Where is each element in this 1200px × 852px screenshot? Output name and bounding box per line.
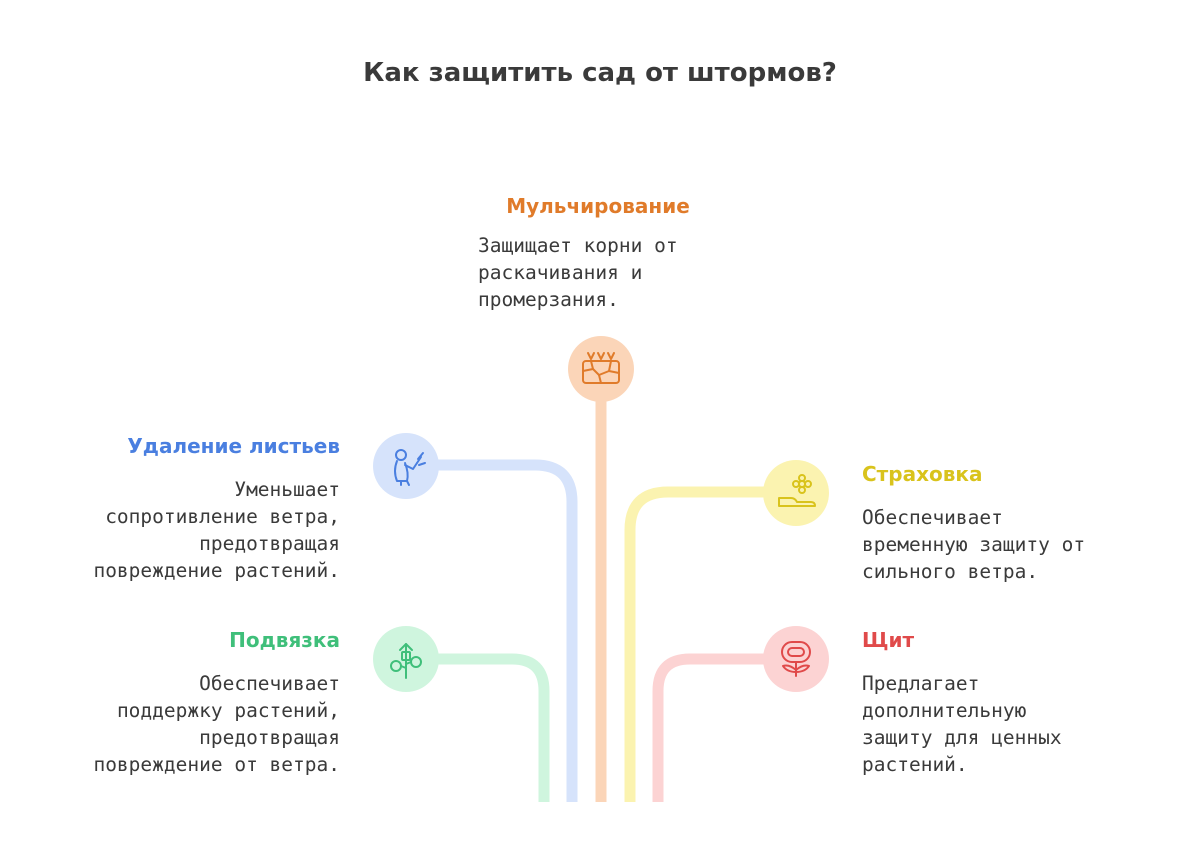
- insurance-heading: Страховка: [862, 462, 983, 486]
- plant-support-icon: [373, 626, 439, 692]
- mulch-desc-line: раскачивания и: [478, 261, 643, 284]
- tying-desc-line: предотвращая: [199, 726, 340, 749]
- shield-heading: Щит: [862, 628, 915, 652]
- flower-shield-icon: [763, 626, 829, 692]
- mulch-heading: Мульчирование: [506, 194, 690, 218]
- leaves-desc-line: повреждение растений.: [93, 559, 340, 582]
- mulch-desc-line: промерзания.: [478, 288, 619, 311]
- gardener-pruning-icon: [373, 433, 439, 499]
- insurance-desc-line: сильного ветра.: [862, 560, 1039, 583]
- mulch-description: Защищает корни от раскачивания и промерз…: [478, 232, 738, 313]
- leaves-desc-line: сопротивление ветра,: [105, 505, 340, 528]
- leaves-desc-line: Уменьшает: [234, 478, 340, 501]
- mulch-desc-line: Защищает корни от: [478, 234, 678, 257]
- tying-desc-line: Обеспечивает: [199, 672, 340, 695]
- soil-mulch-icon: [568, 336, 634, 402]
- shield-desc-line: растений.: [862, 753, 968, 776]
- tying-heading: Подвязка: [229, 628, 340, 652]
- connector-leaves: [438, 459, 578, 802]
- tying-desc-line: поддержку растений,: [116, 699, 340, 722]
- hand-flower-icon: [763, 460, 829, 526]
- insurance-desc-line: временную защиту от: [862, 533, 1086, 556]
- shield-desc-line: дополнительную: [862, 699, 1027, 722]
- connector-tying: [438, 653, 550, 802]
- leaves-description: Уменьшает сопротивление ветра, предотвра…: [40, 476, 340, 584]
- shield-desc-line: Предлагает: [862, 672, 980, 695]
- tying-desc-line: повреждение от ветра.: [93, 753, 340, 776]
- insurance-desc-line: Обеспечивает: [862, 506, 1003, 529]
- leaves-desc-line: предотвращая: [199, 532, 340, 555]
- leaves-heading: Удаление листьев: [127, 434, 340, 458]
- connector-insurance: [624, 486, 765, 802]
- insurance-description: Обеспечивает временную защиту от сильног…: [862, 504, 1182, 585]
- page-title: Как защитить сад от штормов?: [363, 58, 837, 88]
- shield-description: Предлагает дополнительную защиту для цен…: [862, 670, 1182, 778]
- tying-description: Обеспечивает поддержку растений, предотв…: [40, 670, 340, 778]
- shield-desc-line: защиту для ценных: [862, 726, 1062, 749]
- connector-shield: [652, 653, 765, 802]
